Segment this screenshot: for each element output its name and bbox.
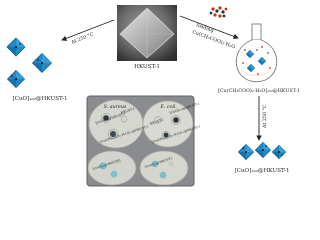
right-heating-label: At 250 °C xyxy=(262,104,268,129)
scheme-canvas: HKUST-1 loading Cu(CH₃COO)₂·H₂O [Cu(CH₃C… xyxy=(6,5,300,187)
flask-icon xyxy=(235,23,278,83)
bottom-right-composite-label: [CuO]₁₀₂@HKUST-1 xyxy=(234,167,289,174)
disk-label: HKUST-1 xyxy=(120,107,135,115)
sem-image xyxy=(117,5,177,61)
agar-plate xyxy=(88,99,144,149)
agar-plate xyxy=(87,150,137,186)
flask-composite-label: [Cu(CH₃COO)₂·H₂O]₁₀₂@HKUST-1 xyxy=(218,87,300,94)
antibacterial-photo: S. aureus E. coli [CuO]₁₀₂@HKUST- xyxy=(86,95,201,187)
copper-acetate-molecule-icon xyxy=(209,6,228,18)
loading-arrow xyxy=(179,15,239,39)
loading-reagent-label: Cu(CH₃COO)₂·H₂O xyxy=(191,28,236,50)
cuo-dots-right xyxy=(242,145,283,156)
left-heating-label: At 250 °C xyxy=(70,31,95,46)
hkust-label: HKUST-1 xyxy=(134,64,160,70)
disk-label: HKUST-1 xyxy=(149,118,164,126)
loading-label: loading xyxy=(195,22,214,34)
organism-label-e-coli: E. coli xyxy=(159,104,176,110)
left-heating-arrow xyxy=(61,19,115,41)
scheme-figure: HKUST-1 loading Cu(CH₃COO)₂·H₂O [Cu(CH₃C… xyxy=(6,5,300,187)
left-composite-label: [CuO]₁₀₂@HKUST-1 xyxy=(12,95,67,102)
agar-plate xyxy=(142,100,194,148)
flask-dots xyxy=(242,46,271,75)
cuo-dots-left xyxy=(11,43,44,81)
agar-plate xyxy=(139,150,189,186)
organism-label-s-aureus: S. aureus xyxy=(104,104,127,110)
